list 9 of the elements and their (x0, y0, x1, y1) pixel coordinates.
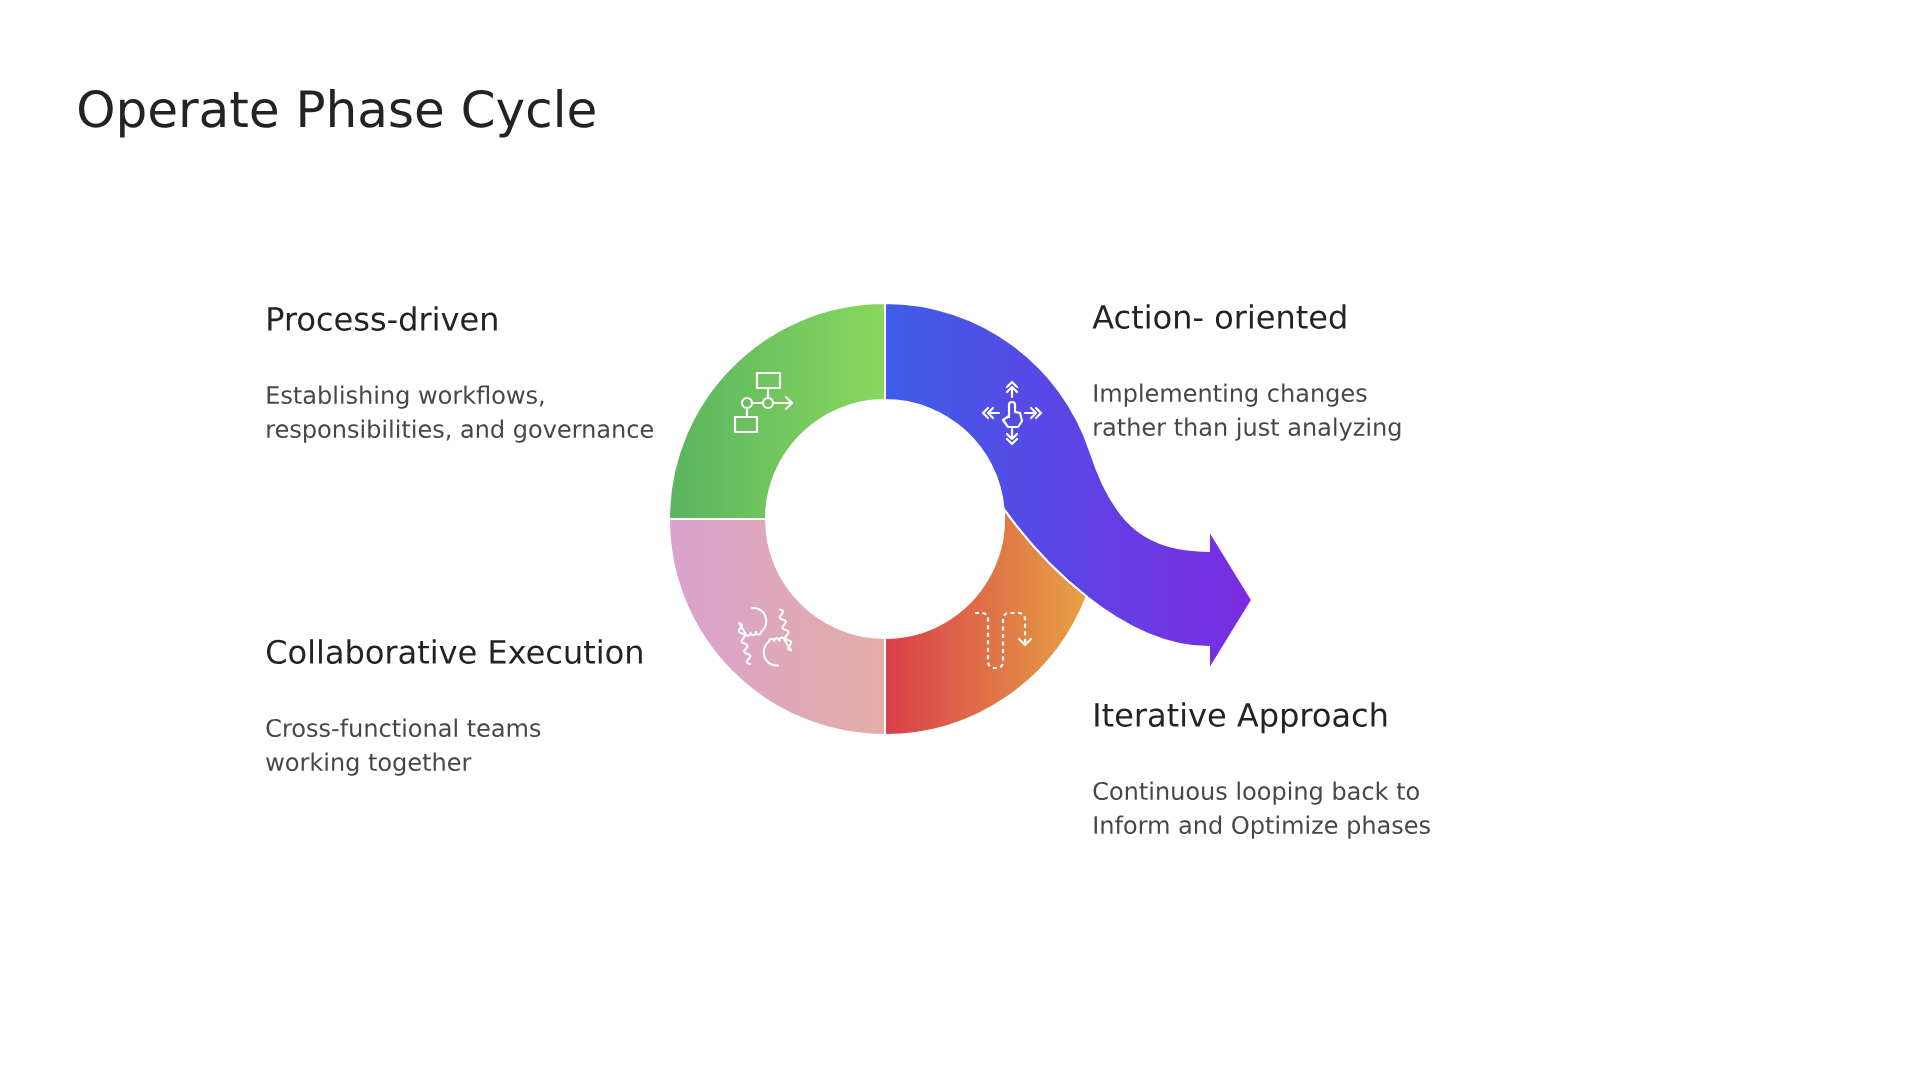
description: Continuous looping back to Inform and Optimize phases (1093, 781, 1430, 839)
description: Cross-functional teams working together (266, 718, 541, 776)
heading: Collaborative Execution (267, 639, 642, 664)
heading: Iterative Approach (1095, 702, 1387, 734)
heading: Action- oriented (1092, 304, 1346, 329)
description: Establishing workflows, responsibilities, and governance (267, 385, 653, 443)
title: Operate Phase Cycle (79, 89, 595, 138)
heading: Process-driven (268, 306, 497, 331)
description: Implementing changes rather than just analyzing (1094, 383, 1401, 441)
